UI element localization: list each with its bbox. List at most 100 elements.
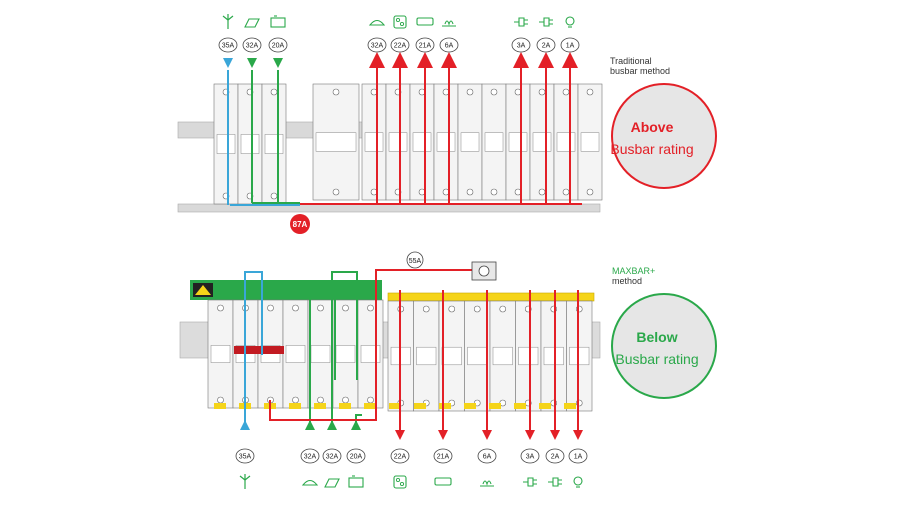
bottom-input-rating-0-oval bbox=[235, 448, 255, 464]
plug-icon-shape bbox=[523, 477, 537, 487]
top-load-breaker-9-screw-bottom bbox=[586, 188, 594, 196]
bottom-load-breaker-4-screw-top bbox=[499, 305, 507, 313]
top-load-breaker-2 bbox=[409, 83, 435, 201]
underfloor-heating-icon bbox=[480, 480, 494, 487]
top-main-switch-screw-bottom bbox=[332, 188, 340, 196]
solar-panel-icon-panel bbox=[244, 18, 260, 28]
bottom-load-breaker-6-window bbox=[543, 346, 564, 366]
bottom-bubble-line2: Busbar rating bbox=[615, 351, 698, 367]
ev-charger-icon-car bbox=[368, 19, 386, 26]
cooktop-icon bbox=[393, 475, 407, 489]
bottom-input-rating-3-label: 20A bbox=[350, 454, 363, 461]
total-current-badge bbox=[290, 214, 310, 234]
bottom-wire-32a-b bbox=[331, 271, 358, 430]
top-output-rating-0-label: 32A bbox=[371, 43, 384, 50]
top-supply-breaker-2 bbox=[261, 83, 287, 205]
terminal-tab-0 bbox=[214, 403, 226, 409]
top-load-breaker-4-window bbox=[460, 132, 480, 152]
terminal-tab-12 bbox=[514, 403, 526, 409]
bottom-supply-breaker-5 bbox=[332, 299, 359, 409]
bottom-supply-breaker-0 bbox=[207, 299, 234, 409]
bottom-supply-breaker-4-screw-bottom bbox=[317, 396, 324, 404]
bottom-output-rating-1-oval bbox=[433, 448, 453, 464]
bottom-arrow-in-0 bbox=[240, 420, 250, 430]
plug-icon-shape bbox=[514, 17, 528, 27]
top-load-breaker-6 bbox=[505, 83, 531, 201]
bottom-output-rating-1-label: 21A bbox=[437, 454, 450, 461]
top-load-breaker-5-screw-top bbox=[490, 88, 498, 96]
top-main-switch bbox=[312, 83, 360, 201]
air-conditioner-icon bbox=[434, 477, 452, 486]
link-terminal-knob bbox=[478, 265, 490, 277]
bottom-output-rating-4-oval bbox=[545, 448, 565, 464]
terminal-tab-6 bbox=[364, 403, 376, 409]
top-load-breaker-8-window bbox=[556, 132, 576, 152]
bottom-load-breaker-7 bbox=[566, 300, 593, 412]
underfloor-heating-icon-waves bbox=[442, 20, 456, 27]
bottom-arrow-in-2 bbox=[327, 420, 337, 430]
bottom-load-breaker-3 bbox=[464, 300, 491, 412]
top-arrow-in-0 bbox=[223, 58, 233, 68]
top-main-switch-window bbox=[315, 132, 357, 152]
top-load-breaker-0-window bbox=[364, 132, 384, 152]
bottom-supply-breaker-5-screw-bottom bbox=[342, 396, 349, 404]
top-rating-bubble bbox=[611, 83, 717, 189]
top-output-rating-4-oval bbox=[511, 37, 531, 53]
bottom-supply-breaker-5-screw-top bbox=[342, 304, 349, 312]
bottom-arrow-out-0 bbox=[395, 430, 405, 440]
bottom-load-breaker-6 bbox=[540, 300, 567, 412]
top-output-rating-0-oval bbox=[367, 37, 387, 53]
terminal-tab-8 bbox=[414, 403, 426, 409]
bottom-arrow-in-3 bbox=[351, 420, 361, 430]
light-bulb-icon-glass bbox=[573, 476, 583, 486]
top-input-rating-1-oval bbox=[242, 37, 262, 53]
underfloor-heating-icon bbox=[442, 20, 456, 27]
bottom-arrow-out-2 bbox=[482, 430, 492, 440]
bottom-load-breaker-2-screw-top bbox=[448, 305, 456, 313]
wind-turbine-icon-blades bbox=[239, 474, 251, 481]
bottom-load-breaker-5 bbox=[515, 300, 542, 412]
top-supply-breaker-0 bbox=[213, 83, 239, 205]
top-load-breaker-9-screw-top bbox=[586, 88, 594, 96]
terminal-tab-13 bbox=[539, 403, 551, 409]
bottom-output-rating-5-label: 1A bbox=[574, 454, 583, 461]
warning-icon bbox=[195, 285, 211, 295]
terminal-tab-3 bbox=[289, 403, 301, 409]
top-output-rating-2-oval bbox=[415, 37, 435, 53]
top-load-breaker-8 bbox=[553, 83, 579, 201]
bottom-arrow-out-3 bbox=[525, 430, 535, 440]
plug-icon-shape bbox=[548, 477, 562, 487]
bottom-supply-breaker-0-screw-bottom bbox=[217, 396, 224, 404]
link-current-badge bbox=[406, 251, 424, 269]
ev-charger-icon-car bbox=[301, 479, 319, 486]
bottom-load-breaker-2-window bbox=[441, 346, 462, 366]
top-load-breaker-4-screw-top bbox=[466, 88, 474, 96]
top-output-rating-1-label: 22A bbox=[394, 43, 407, 50]
top-load-breaker-4 bbox=[457, 83, 483, 201]
top-load-breaker-7-screw-top bbox=[538, 88, 546, 96]
light-bulb-icon bbox=[573, 476, 583, 488]
top-input-rating-2-oval bbox=[268, 37, 288, 53]
top-output-rating-6-label: 1A bbox=[566, 43, 575, 50]
bottom-wire-35a bbox=[244, 271, 263, 430]
bottom-supply-breaker-0-window bbox=[210, 345, 231, 363]
bottom-input-rating-3-oval bbox=[346, 448, 366, 464]
top-arrow-in-1 bbox=[247, 58, 257, 68]
bottom-supply-breaker-4-window bbox=[310, 345, 331, 363]
terminal-tab-5 bbox=[339, 403, 351, 409]
top-load-breaker-9-window bbox=[580, 132, 600, 152]
bottom-load-breaker-3-window bbox=[467, 346, 488, 366]
bottom-input-rating-0-label: 35A bbox=[239, 454, 252, 461]
bottom-supply-breaker-4 bbox=[307, 299, 334, 409]
top-output-rating-5-label: 2A bbox=[542, 43, 551, 50]
top-supply-breaker-1 bbox=[237, 83, 263, 205]
solar-panel-icon-panel bbox=[324, 478, 340, 488]
top-input-rating-0-oval bbox=[218, 37, 238, 53]
bottom-input-rating-1-oval bbox=[300, 448, 320, 464]
cooktop-icon-burner bbox=[395, 477, 401, 483]
wind-turbine-icon bbox=[239, 474, 251, 489]
top-load-breaker-4-screw-bottom bbox=[466, 188, 474, 196]
bottom-load-breaker-1-screw-top bbox=[422, 305, 430, 313]
